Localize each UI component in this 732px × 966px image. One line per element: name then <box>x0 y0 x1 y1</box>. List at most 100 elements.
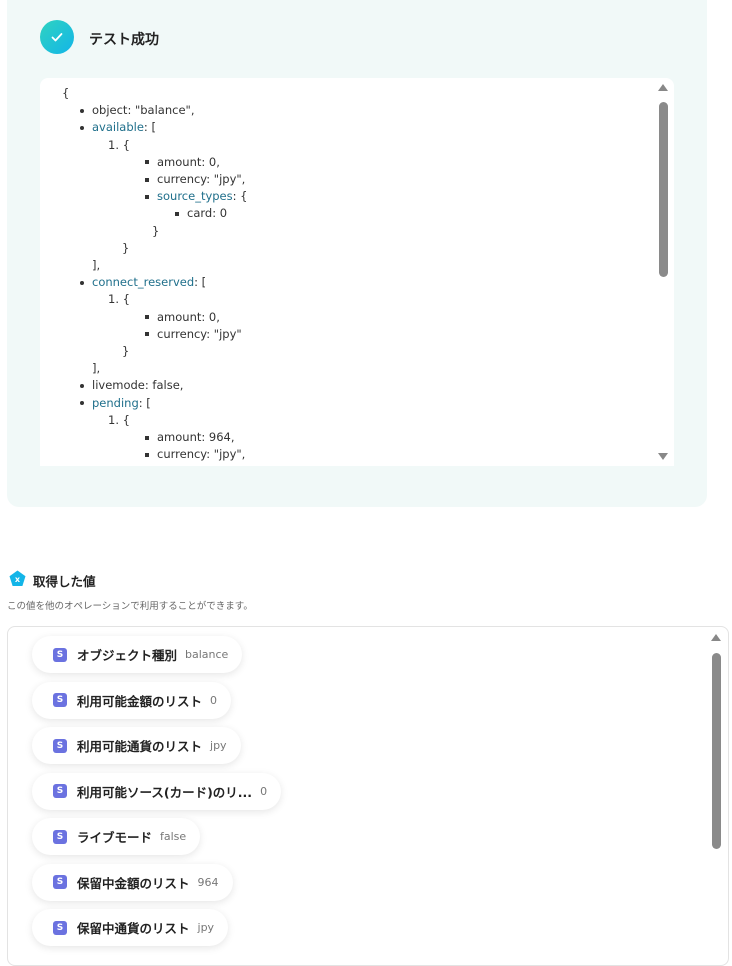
value-label: 利用可能通貨のリスト <box>77 739 203 754</box>
stripe-icon: S <box>53 920 67 935</box>
stripe-icon: S <box>53 693 67 707</box>
value-item[interactable]: S 利用可能金額のリスト 0 <box>32 681 232 719</box>
scroll-thumb[interactable] <box>659 102 668 277</box>
stripe-icon: S <box>53 784 67 798</box>
json-key: available <box>92 120 144 135</box>
value-label: 保留中金額のリスト <box>77 875 190 891</box>
json-text: amount: 0, <box>157 309 220 324</box>
bullet <box>80 383 84 388</box>
json-key: pending <box>92 395 139 410</box>
json-line: amount: 964, <box>145 429 235 446</box>
json-line: ], <box>92 360 100 377</box>
json-text: } <box>122 344 130 358</box>
value-text: jpy <box>210 739 227 752</box>
bullet <box>145 315 149 320</box>
json-text: object: "balance", <box>92 103 195 118</box>
value-label: 利用可能ソース(カード)のリ... <box>77 784 253 800</box>
bullet <box>80 125 84 130</box>
bullet <box>145 452 149 457</box>
check-icon <box>40 20 74 54</box>
value-label: 保留中通貨のリスト <box>77 921 190 936</box>
json-line: 1. { <box>108 412 130 429</box>
json-key: source_types <box>157 189 233 204</box>
values-section-title: 取得した値 <box>33 574 96 589</box>
values-section-subtitle: この値を他のオペレーションで利用することができます。 <box>7 601 253 612</box>
value-item[interactable]: S ライブモード false <box>32 818 201 855</box>
json-text: 1. { <box>108 292 130 307</box>
json-text: ], <box>92 361 101 376</box>
json-text: amount: 0, <box>157 154 220 169</box>
json-line: 1. { <box>108 291 130 308</box>
stripe-icon: S <box>53 875 67 889</box>
json-line: { <box>62 85 69 102</box>
json-text: } <box>152 223 160 238</box>
bullet <box>175 211 179 216</box>
json-text: currency: "jpy" <box>157 326 242 341</box>
value-label: ライブモード <box>77 830 153 845</box>
json-line: currency: "jpy" <box>145 326 242 343</box>
json-scrollbar[interactable] <box>658 84 669 460</box>
json-text: : { <box>232 189 248 204</box>
json-text: ], <box>92 258 101 272</box>
value-item[interactable]: S 利用可能通貨のリスト jpy <box>32 727 241 764</box>
values-scrollbar[interactable] <box>711 634 722 964</box>
json-line: amount: 0, <box>145 309 220 326</box>
stripe-icon: S <box>53 647 67 662</box>
json-line: source_types: { <box>145 188 247 205</box>
variable-icon: x <box>9 570 26 586</box>
stripe-icon: S <box>53 738 67 753</box>
json-line: pending: [ <box>80 395 151 412</box>
scroll-down-icon[interactable] <box>658 453 668 460</box>
json-text: currency: "jpy", <box>157 172 246 186</box>
json-line: } <box>122 240 129 257</box>
value-label: 利用可能金額のリスト <box>77 693 203 709</box>
test-success-title: テスト成功 <box>89 32 159 48</box>
json-text: { <box>62 86 70 100</box>
bullet <box>80 401 84 406</box>
json-line: card: 0 <box>175 205 227 222</box>
json-line: connect_reserved: [ <box>80 274 206 291</box>
value-text: 0 <box>260 784 268 798</box>
svg-text:x: x <box>15 575 21 584</box>
json-text: : [ <box>143 120 156 135</box>
scroll-up-icon[interactable] <box>711 634 721 641</box>
value-text: false <box>160 830 187 843</box>
json-line: ], <box>92 257 100 274</box>
json-line: currency: "jpy", <box>145 171 245 188</box>
json-line: } <box>152 223 159 240</box>
bullet <box>80 280 84 285</box>
json-text: 1. { <box>108 412 130 427</box>
json-text: 1. { <box>108 137 130 152</box>
bullet <box>80 108 84 113</box>
value-item[interactable]: S 保留中通貨のリスト jpy <box>32 909 229 946</box>
json-text: currency: "jpy", <box>157 447 246 462</box>
json-text: : [ <box>138 395 151 410</box>
json-line: livemode: false, <box>80 377 183 394</box>
bullet <box>145 194 149 199</box>
json-text: } <box>122 240 130 255</box>
bullet <box>145 435 149 440</box>
json-text: card: 0 <box>187 206 228 221</box>
json-line: 1. { <box>108 137 130 154</box>
bullet <box>145 332 149 337</box>
scroll-thumb[interactable] <box>712 653 721 849</box>
value-text: balance <box>185 648 229 661</box>
bullet <box>145 160 149 165</box>
value-item[interactable]: S 利用可能ソース(カード)のリ... 0 <box>32 772 282 810</box>
json-output: {object: "balance",available: [1. {amoun… <box>40 78 674 466</box>
value-item[interactable]: S 保留中金額のリスト 964 <box>32 863 233 901</box>
json-key: connect_reserved <box>92 275 195 290</box>
scroll-up-icon[interactable] <box>658 84 668 91</box>
stripe-icon: S <box>53 829 67 844</box>
json-line: object: "balance", <box>80 102 194 119</box>
value-text: 964 <box>197 875 219 889</box>
json-line: } <box>122 343 129 360</box>
value-text: 0 <box>210 693 218 707</box>
value-text: jpy <box>197 921 215 934</box>
json-line: amount: 0, <box>145 154 220 171</box>
json-line: currency: "jpy", <box>145 446 245 463</box>
json-text: amount: 964, <box>157 430 235 444</box>
json-line: available: [ <box>80 119 156 136</box>
